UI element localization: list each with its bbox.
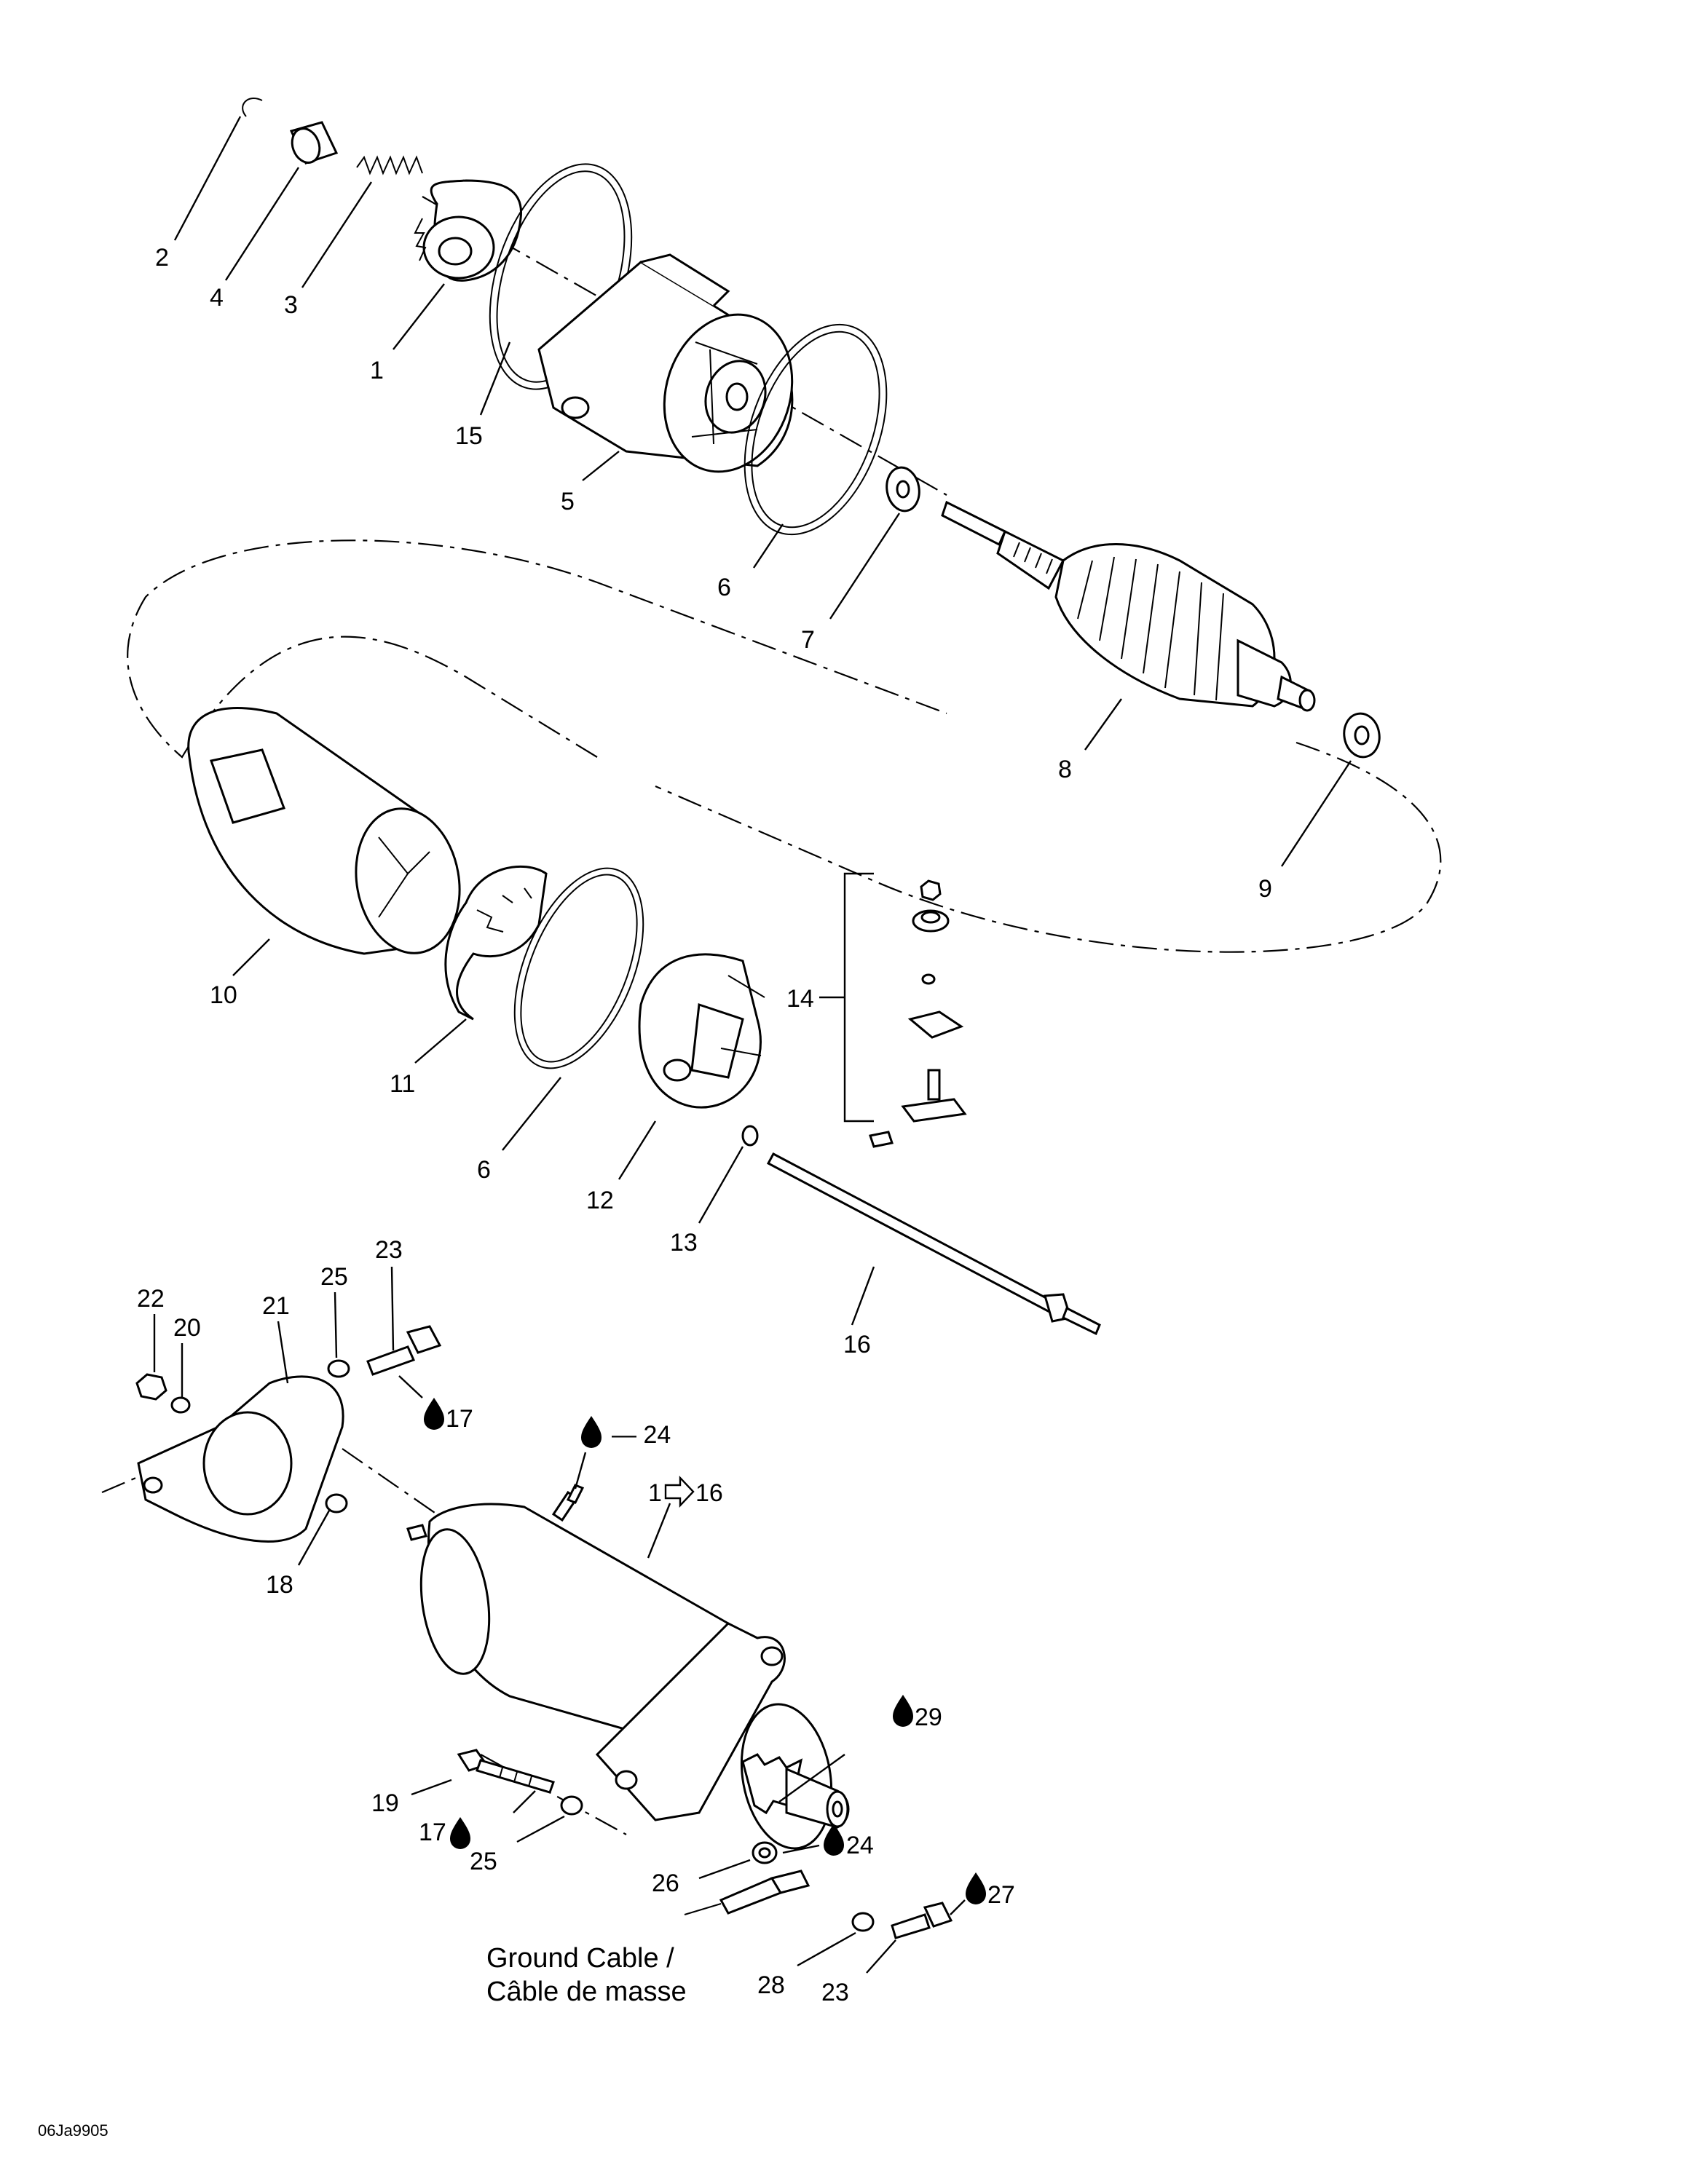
lube-callout-24-upper: — 24 — [581, 1416, 671, 1449]
part-23-screw-lower — [891, 1902, 953, 1939]
part-21-bracket — [137, 1375, 344, 1543]
ground-cable-terminal — [684, 1870, 811, 1915]
svg-text:17: 17 — [446, 1405, 473, 1433]
callout-25-lower: 25 — [470, 1848, 497, 1875]
callout-7: 7 — [801, 626, 815, 654]
part-1-drive-pinion — [414, 179, 523, 282]
callout-14: 14 — [786, 985, 814, 1013]
part-5-drive-housing — [537, 253, 794, 473]
callout-20: 20 — [173, 1314, 201, 1342]
part-26-lock-washer — [752, 1841, 778, 1864]
part-16-through-bolt — [766, 1152, 1101, 1336]
svg-text:27: 27 — [987, 1881, 1015, 1909]
callout-8: 8 — [1058, 756, 1072, 783]
ground-cable-caption: Ground Cable / Câble de masse — [486, 1943, 687, 2007]
callout-5: 5 — [561, 488, 575, 515]
callout-12: 12 — [586, 1187, 614, 1214]
callout-22: 22 — [137, 1285, 165, 1313]
part-8-armature — [941, 500, 1316, 712]
lube-callout-17-lower: 17 — [419, 1817, 470, 1849]
callout-28: 28 — [757, 1971, 785, 1999]
arrow-right-icon — [664, 1475, 695, 1508]
part-25-washer-lower — [560, 1795, 583, 1816]
callout-10: 10 — [210, 981, 237, 1009]
drop-icon — [450, 1817, 470, 1849]
lube-callout-24-lower: 24 — [824, 1824, 874, 1859]
callout-1: 1 — [370, 357, 384, 384]
callout-15: 15 — [455, 422, 483, 450]
callout-labels: 2 4 3 1 15 5 6 7 8 9 10 11 6 12 13 14 16… — [137, 244, 1272, 2006]
ground-cable-caption-en: Ground Cable / — [486, 1943, 674, 1974]
drop-icon — [824, 1824, 844, 1856]
part-23-screw-upper — [366, 1325, 442, 1376]
assembly-range-from: 1 — [648, 1479, 662, 1507]
part-13-small-o-ring — [741, 1125, 759, 1147]
part-25-washer-upper — [327, 1359, 350, 1378]
drop-icon — [581, 1416, 602, 1448]
callout-4: 4 — [210, 284, 224, 312]
part-19-mounting-bolt — [457, 1749, 555, 1794]
callout-23-upper: 23 — [375, 1236, 403, 1264]
drop-icon — [424, 1398, 444, 1430]
drop-icon — [966, 1872, 986, 1904]
callout-6-upper: 6 — [717, 574, 731, 601]
callout-21: 21 — [262, 1292, 290, 1320]
svg-text:29: 29 — [915, 1704, 942, 1731]
svg-text:— 24: — 24 — [612, 1421, 671, 1449]
part-18-washer — [325, 1493, 348, 1514]
callout-19: 19 — [371, 1789, 399, 1817]
svg-text:17: 17 — [419, 1819, 446, 1846]
assembly-axis-loop — [127, 539, 1442, 953]
part-10-yoke — [187, 707, 461, 955]
callout-25-upper: 25 — [320, 1263, 348, 1291]
starter-motor-assembled — [406, 1484, 850, 1850]
callout-16: 16 — [843, 1331, 871, 1358]
part-2-circlip — [242, 98, 263, 117]
drawing-code: 06Ja9905 — [38, 2121, 109, 2140]
part-3-spring — [356, 155, 423, 175]
callout-11: 11 — [390, 1070, 415, 1098]
part-4-bushing — [289, 121, 339, 165]
callout-9: 9 — [1258, 875, 1272, 903]
part-6-o-ring-lower — [513, 867, 644, 1069]
callout-13: 13 — [670, 1229, 698, 1257]
lube-callout-17-upper: 17 — [424, 1398, 473, 1433]
ground-cable-caption-fr: Câble de masse — [486, 1977, 687, 2007]
svg-text:24: 24 — [846, 1832, 874, 1859]
callout-23-lower: 23 — [821, 1979, 849, 2006]
lubricant-callouts: 17 — 24 1 16 29 17 24 27 — [419, 1398, 1015, 1909]
part-12-end-cover — [638, 953, 765, 1109]
callout-18: 18 — [266, 1571, 293, 1599]
callout-3: 3 — [284, 291, 298, 319]
part-11-brush-holder — [444, 865, 548, 1021]
leader-lines — [153, 116, 1352, 1974]
part-9-washer — [1343, 712, 1381, 759]
assembly-range-to: 16 — [695, 1479, 723, 1507]
lube-callout-29: 29 — [893, 1695, 942, 1731]
part-20-washer — [170, 1396, 191, 1414]
part-28-washer — [851, 1912, 875, 1932]
part-7-washer — [886, 466, 920, 513]
callout-26: 26 — [652, 1870, 679, 1897]
callout-6-lower: 6 — [477, 1156, 491, 1184]
part-14-terminal-kit — [843, 872, 967, 1148]
lube-callout-27: 27 — [966, 1872, 1015, 1909]
drop-icon — [893, 1695, 913, 1727]
assembly-range-1-to-16: 1 16 — [648, 1475, 723, 1508]
part-22-nut — [135, 1373, 167, 1401]
callout-2: 2 — [155, 244, 169, 272]
